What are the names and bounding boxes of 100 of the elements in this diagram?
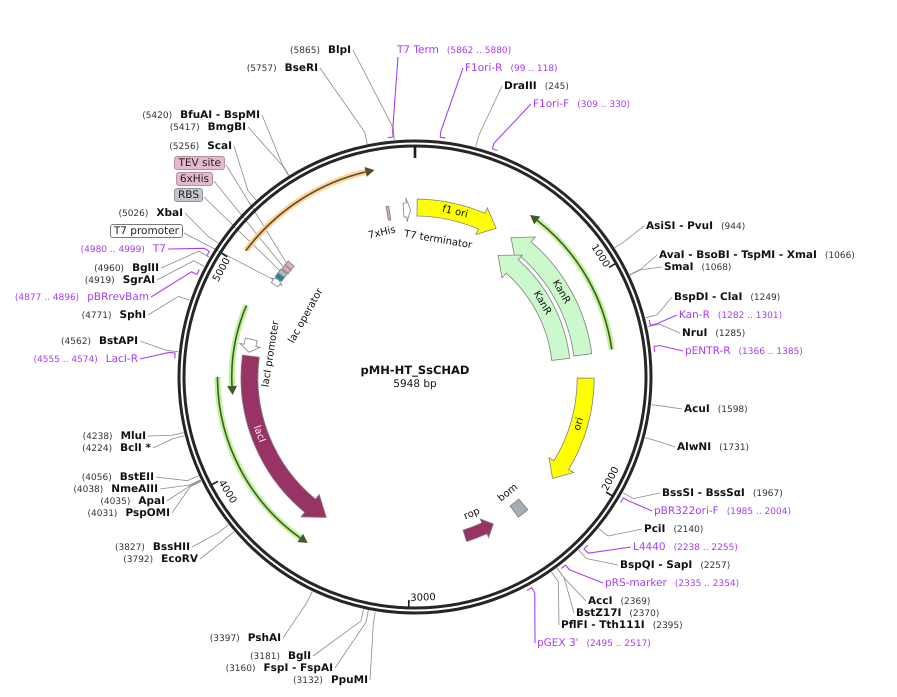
- leader-line: [561, 564, 604, 584]
- feature-bar: [280, 264, 292, 275]
- primer-name: pGEX 3': [537, 637, 579, 649]
- primer-name: F1ori-F: [533, 98, 570, 110]
- plasmid-size: 5948 bp: [393, 378, 437, 391]
- cut-position: (5026): [118, 208, 148, 220]
- enzyme-name: NruI: [682, 327, 708, 339]
- feature-bar: [277, 268, 289, 278]
- leader-line: [166, 480, 202, 502]
- enzyme-name: PshAI: [248, 632, 281, 644]
- enzyme-name: DraIII: [504, 80, 537, 92]
- leader-line: [184, 232, 274, 280]
- leader-line: [204, 196, 280, 272]
- enzyme-name: BssSI - BssSαI: [662, 487, 745, 499]
- cut-position: (4771): [82, 310, 112, 322]
- leader-line: [282, 591, 313, 638]
- primer-range: (4877 .. 4896): [14, 292, 80, 304]
- cut-position: (1249): [750, 292, 780, 304]
- leader-line: [248, 126, 289, 176]
- cut-position: (1731): [719, 442, 750, 454]
- enzyme-name: PspOMI: [125, 507, 170, 519]
- feature-label: bom: [495, 481, 520, 504]
- leader-line: [556, 568, 574, 614]
- leader-line: [320, 68, 368, 144]
- leader-line: [200, 531, 234, 560]
- cut-position: (5757): [246, 63, 277, 75]
- leader-line: [168, 248, 210, 256]
- leader-line: [644, 437, 676, 448]
- cut-position: (5420): [142, 110, 172, 122]
- leader-line: [650, 404, 682, 410]
- feature-label: 7xHis: [366, 224, 396, 242]
- feature-label: T7 terminator: [404, 228, 474, 252]
- leader-line: [440, 68, 464, 138]
- enzyme-name: SmaI: [664, 261, 694, 273]
- cut-position: (2257): [700, 560, 730, 572]
- enzyme-name: SphI: [120, 309, 146, 321]
- leader-line: [160, 250, 210, 268]
- enzyme-name: FspI - FspAI: [264, 662, 333, 674]
- cut-position: (4960): [94, 263, 124, 275]
- leader-line: [234, 146, 256, 200]
- leader-line: [262, 114, 290, 176]
- leader-line: [551, 572, 560, 626]
- enzyme-name: EcoRV: [161, 553, 198, 565]
- leader-line: [150, 269, 200, 298]
- cut-position: (2395): [652, 620, 683, 632]
- feature-label: f1 ori: [440, 203, 469, 220]
- primer-range: (1366 .. 1385): [738, 346, 803, 358]
- leader-line: [598, 528, 642, 536]
- enzyme-name: PciI: [644, 523, 666, 535]
- enzyme-name: BmgBI: [208, 121, 246, 133]
- enzyme-name: BspQI - SapI: [620, 559, 692, 571]
- cut-position: (1068): [702, 262, 732, 274]
- leader-line: [370, 611, 376, 680]
- enzyme-name: BseRI: [284, 62, 318, 74]
- primer-name: L4440: [633, 541, 666, 553]
- enzyme-name: AlwNI: [677, 441, 712, 453]
- enzyme-name: BstZ17I: [576, 607, 622, 619]
- primer-name: F1ori-R: [465, 62, 502, 74]
- leader-line: [622, 492, 660, 499]
- cut-position: (3397): [210, 633, 240, 645]
- leader-line: [156, 260, 205, 280]
- gene-feature: [548, 376, 596, 480]
- leader-line: [148, 432, 184, 436]
- leader-line: [214, 180, 284, 268]
- primer-name: Kan-R: [679, 309, 710, 321]
- feature-tag: RBS: [174, 188, 203, 202]
- enzyme-name: PpuMI: [330, 674, 368, 686]
- leader-line: [614, 226, 644, 248]
- cut-position: (4919): [84, 275, 115, 287]
- enzyme-name: PflFI - Tth111I: [561, 619, 645, 631]
- primer-name: pRS-marker: [605, 577, 667, 589]
- cut-position: (4056): [82, 472, 112, 484]
- leader-line: [156, 475, 199, 482]
- leader-line: [172, 480, 202, 514]
- cut-position: (1285): [715, 328, 746, 340]
- plasmid-name: pMH-HT_SsCHAD: [360, 364, 470, 377]
- cut-position: (1066): [824, 250, 855, 262]
- gene-feature: [270, 276, 284, 288]
- cut-position: (2369): [620, 596, 650, 608]
- gene-feature: [497, 254, 571, 362]
- cut-position: (5865): [290, 45, 320, 57]
- feature-bar: [284, 260, 295, 271]
- enzyme-name: BglII: [132, 262, 159, 274]
- leader-line: [630, 266, 662, 276]
- enzyme-name: AccI: [588, 595, 612, 607]
- primer-range: (1282 .. 1301): [718, 310, 782, 322]
- gene-feature: [510, 236, 592, 358]
- primer-name: T7: [152, 243, 166, 255]
- orf-feature: [226, 302, 251, 396]
- leader-line: [620, 497, 652, 512]
- primer-range: (5862 .. 5880): [446, 45, 512, 57]
- cut-position: (2370): [629, 608, 660, 620]
- cut-position: (3181): [250, 651, 280, 663]
- enzyme-name: AvaI - BsoBI - TspMI - XmaI: [659, 249, 817, 261]
- cut-position: (3827): [114, 542, 145, 554]
- cut-position: (2140): [673, 524, 704, 536]
- primer-name: pBR322ori-F: [654, 505, 719, 517]
- orf-feature: [529, 214, 617, 351]
- cut-position: (4031): [88, 508, 118, 520]
- tick-label: 2000: [600, 465, 622, 493]
